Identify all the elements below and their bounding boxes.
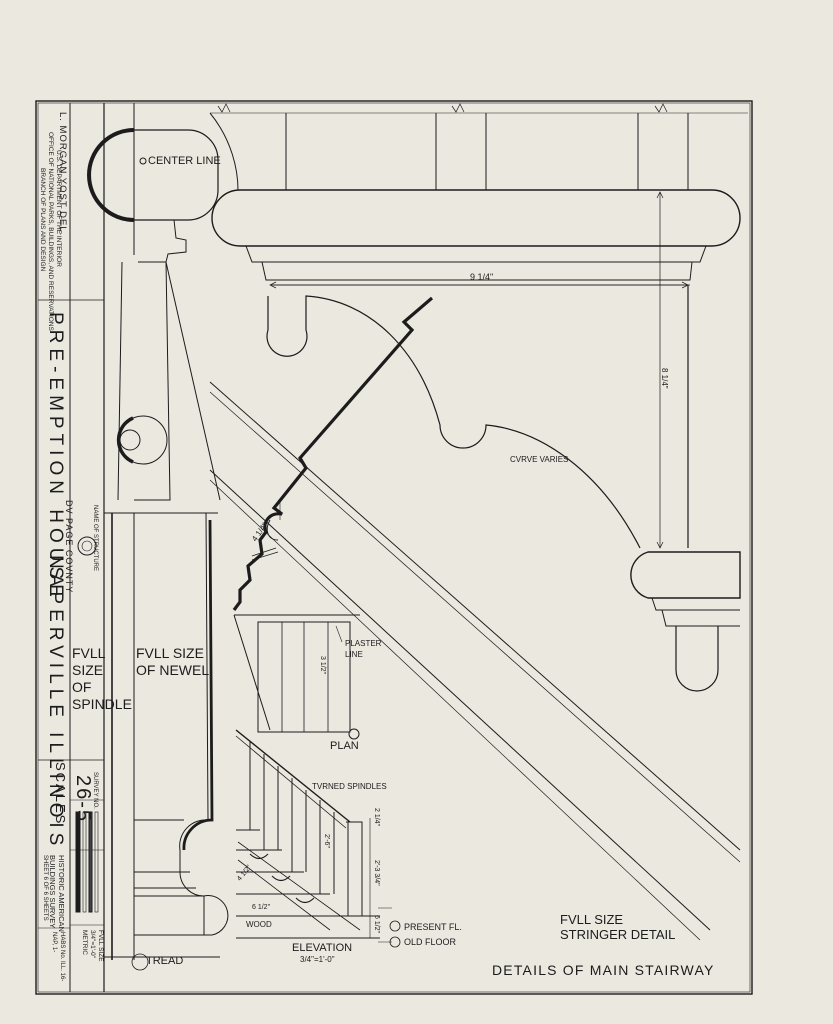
elev-dim-1: 2 1/4"	[373, 808, 380, 827]
full-size-newel-label: FVLL SIZE OF NEWEL	[136, 645, 209, 679]
name-of-structure-label: NAME OF STRUCTURE	[92, 505, 98, 571]
agency-line-2: OFFICE OF NATIONAL PARKS, BUILDINGS, AND…	[47, 132, 54, 331]
habs-line-1: HISTORIC AMERICAN	[57, 855, 66, 932]
plan-label: PLAN	[330, 740, 359, 752]
habs-line-2: BUILDINGS SURVEY	[48, 855, 57, 929]
stringer-line-1: FVLL SIZE	[560, 912, 624, 927]
wood-label: WOOD	[246, 920, 272, 929]
center-line-label: CENTER LINE	[148, 155, 221, 167]
stringer-profile	[232, 296, 434, 611]
elev-dim-3: 2'-3 3/4"	[373, 860, 380, 886]
scale-note-metric: METRIC	[81, 930, 88, 955]
present-floor-label: PRESENT FL.	[404, 922, 462, 932]
rail-section-drawing	[209, 103, 748, 941]
spindle-line-1: FVLL	[72, 645, 106, 661]
plan-dim: 3 1/2"	[319, 656, 326, 675]
newel-line-1: FVLL SIZE	[136, 645, 204, 661]
dimension-lines	[269, 191, 689, 549]
spindle-line-4: SPINDLE	[72, 696, 132, 712]
agency-line-3: BRANCH OF PLANS AND DESIGN	[39, 168, 46, 272]
sheet-title: DETAILS OF MAIN STAIRWAY	[492, 962, 715, 978]
plaster-line-label: PLASTER LINE	[345, 638, 381, 660]
title-block-lines	[38, 103, 105, 992]
elevation-label: ELEVATION	[292, 942, 353, 954]
scale-note-3-4: 3/4"=1'-0"	[89, 930, 96, 959]
spindle-line-2: SIZE	[72, 662, 104, 678]
agency-line-1: U.S. DEPARTMENT OF THE INTERIOR	[55, 150, 62, 267]
dim-width: 9 1/4"	[470, 272, 494, 282]
dim-height: 8 1/4"	[660, 368, 669, 389]
stringer-detail-label: FVLL SIZE STRINGER DETAIL	[560, 912, 675, 942]
tread-label: TREAD	[146, 955, 184, 967]
old-floor-label: OLD FLOOR	[404, 937, 457, 947]
elevation-scale: 3/4"=1'-0"	[300, 955, 335, 964]
newel-post-drawing	[87, 103, 229, 971]
turned-spindles-label: TVRNED SPINDLES	[312, 782, 387, 791]
elev-dim-2: 2'-6"	[323, 834, 330, 848]
stringer-line-2: STRINGER DETAIL	[560, 927, 676, 942]
curve-varies-label: CVRVE VARIES	[510, 455, 569, 464]
newel-line-2: OF NEWEL	[136, 662, 210, 678]
inner-border	[37, 102, 751, 993]
plan-detail	[233, 614, 360, 740]
plaster-line-2: LINE	[345, 650, 363, 659]
habs-no: HABS No. ILL. 16-NAP, 1-	[51, 932, 65, 982]
sheet-info: SHEET 6 OF 6 SHEETS	[42, 855, 48, 921]
scales-label: SCALES	[53, 762, 68, 826]
elev-dim-4: 6 1/2"	[373, 915, 380, 934]
full-size-spindle-label: FVLL SIZE OF SPINDLE	[72, 645, 132, 713]
survey-no: 26-5	[72, 775, 94, 824]
spindle-line-3: OF	[72, 679, 92, 695]
scale-note-full: FVLL SIZE	[97, 930, 104, 962]
elevation-detail	[235, 729, 401, 948]
plaster-line-1: PLASTER	[345, 639, 382, 648]
elev-dim-6: 6 1/2"	[252, 904, 271, 911]
outer-border	[35, 100, 753, 995]
